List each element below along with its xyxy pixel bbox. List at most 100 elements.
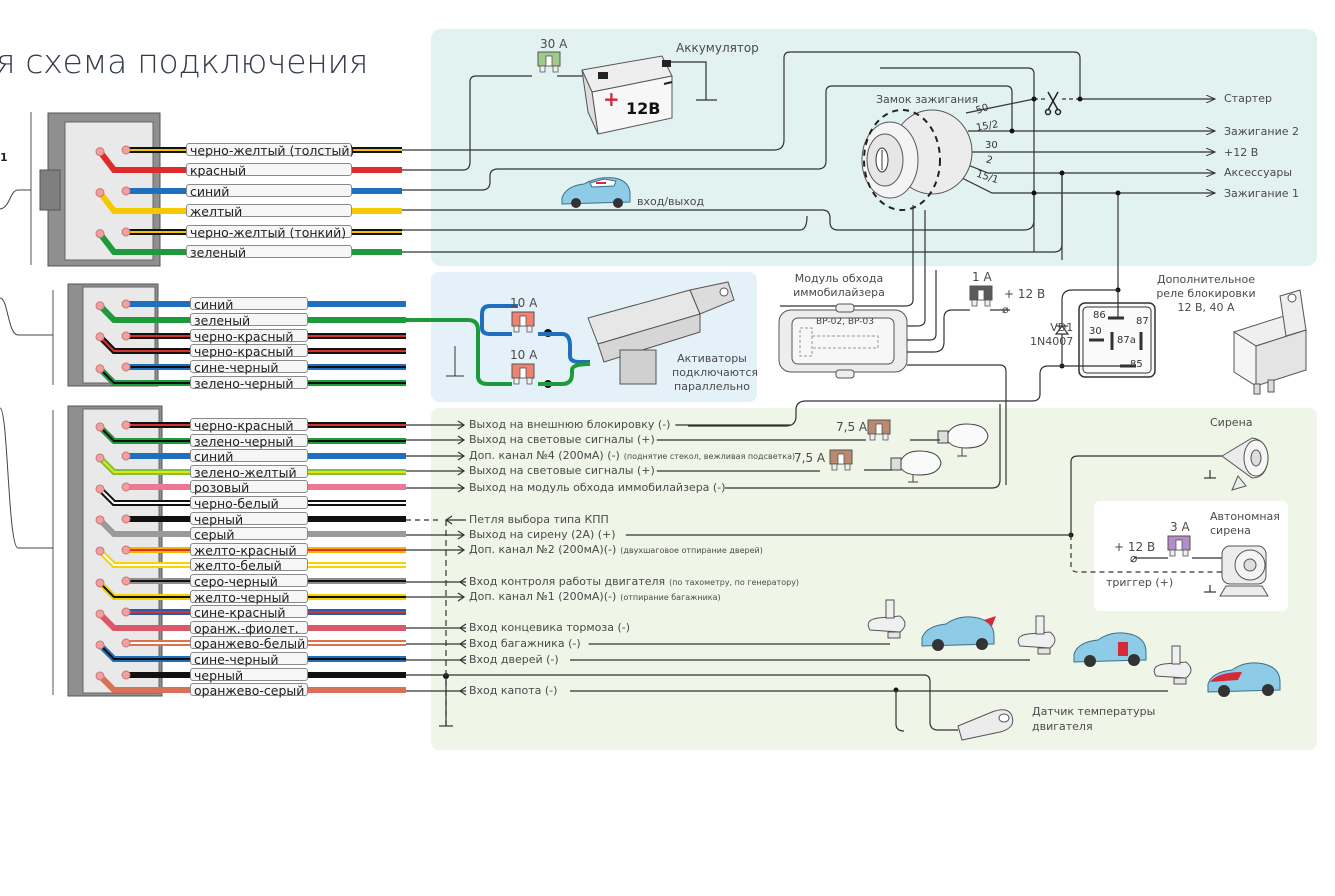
- wire-label: черно-белый: [190, 496, 308, 510]
- function-label: Доп. канал №1 (200мА)(-)(отпирание багаж…: [469, 590, 721, 603]
- wire: [95, 422, 406, 444]
- fuse-light-label: 7,5 А: [794, 451, 826, 465]
- svg-text:+: +: [603, 87, 620, 111]
- wire: [95, 671, 406, 693]
- immobilizer-module-icon: BP-02, BP-03: [778, 270, 1010, 485]
- wire-label: черно-красный: [190, 344, 308, 358]
- siren-label: Сирена: [1210, 416, 1253, 429]
- car-icon: [1073, 632, 1147, 667]
- function-text: Выход на модуль обхода иммобилайзера (-): [469, 481, 726, 494]
- function-text: Выход на внешнюю блокировку (-): [469, 418, 671, 431]
- fuse-icon-3a: [1167, 535, 1191, 557]
- wire-label: синий: [190, 297, 308, 311]
- wire-label: черно-желтый (тонкий): [186, 225, 352, 239]
- siren-wiring: [930, 455, 1222, 593]
- car-icon: [1207, 662, 1281, 697]
- function-text: Вход капота (-): [469, 684, 558, 697]
- lamp-wiring: [864, 404, 1001, 489]
- function-label: Доп. канал №4 (200мА) (-)(поднятие стеко…: [469, 449, 795, 462]
- fuse-icon-1a: [969, 285, 993, 307]
- output-label: Аксессуары: [1224, 166, 1292, 179]
- sensor-wiring: [406, 674, 958, 732]
- battery-icon: + 12В: [581, 55, 673, 135]
- common-bus: [439, 520, 453, 727]
- function-note: (по тахометру, по генератору): [669, 578, 800, 587]
- function-text: Выход на сирену (2А) (+): [469, 528, 616, 541]
- wire-label: синий: [186, 184, 352, 198]
- lamp-icon: [890, 450, 942, 483]
- function-lines: [406, 420, 1168, 696]
- function-text: Вход дверей (-): [469, 653, 559, 666]
- function-label: Выход на световые сигналы (+): [469, 464, 655, 477]
- function-text: Вход багажника (-): [469, 637, 581, 650]
- wire: [95, 578, 406, 600]
- wire: [95, 453, 406, 475]
- relay-pin: 30: [1089, 326, 1102, 337]
- fuse-light-label: 7,5 А: [836, 420, 868, 434]
- function-label: Вход багажника (-): [469, 637, 581, 650]
- door-switch-icon: [1153, 645, 1192, 685]
- battery-label: Аккумулятор: [676, 41, 759, 55]
- wire-label: сине-красный: [190, 605, 308, 619]
- ignition-lock-icon: [780, 109, 973, 327]
- wire: [95, 301, 406, 323]
- wire-label: зеленый: [190, 313, 308, 327]
- function-label: Вход контроля работы двигателя(по тахоме…: [469, 575, 799, 588]
- output-label: Зажигание 2: [1224, 125, 1299, 138]
- fuse-icon-7-5a: [867, 419, 891, 441]
- function-label: Вход капота (-): [469, 684, 557, 697]
- wire-label: желто-красный: [190, 543, 308, 557]
- function-label: Выход на модуль обхода иммобилайзера (-): [469, 481, 725, 494]
- wire-label: зелено-черный: [190, 434, 308, 448]
- function-label: Выход на внешнюю блокировку (-): [469, 418, 670, 431]
- wire-label: оранжево-белый: [190, 636, 308, 650]
- connector-number: 1: [0, 151, 8, 164]
- wire-label: зелено-желтый: [190, 465, 308, 479]
- function-text: Вход контроля работы двигателя: [469, 575, 666, 588]
- wire-label: зеленый: [186, 245, 352, 259]
- connector-1-body: [39, 112, 161, 267]
- wire: [95, 364, 406, 386]
- function-label: Вход дверей (-): [469, 653, 559, 666]
- wire: [95, 515, 406, 537]
- ground-terminal: ⌀: [1130, 551, 1137, 565]
- function-label: Доп. канал №2 (200мА)(-)(двухшаговое отп…: [469, 543, 763, 556]
- function-text: Доп. канал №4 (200мА) (-): [469, 449, 620, 462]
- wire: [95, 484, 406, 506]
- function-label: Петля выбора типа КПП: [469, 513, 609, 526]
- ignition-pin: 30: [985, 140, 998, 151]
- wire-label: черно-красный: [190, 329, 308, 343]
- wire-label: серый: [190, 527, 308, 541]
- output-label: +12 В: [1224, 146, 1259, 159]
- wire-label: сине-черный: [190, 652, 308, 666]
- function-text: Выход на световые сигналы (+): [469, 464, 655, 477]
- fuse-icon-30a: [537, 51, 561, 73]
- wire-label: черный: [190, 668, 308, 682]
- function-note: (отпирание багажника): [620, 593, 721, 602]
- fuse-icon-10a: [511, 363, 535, 385]
- wire: [95, 640, 406, 662]
- fuse-actuator-label: 10 А: [510, 348, 538, 362]
- immobilizer-model: BP-02, BP-03: [816, 317, 874, 327]
- wire-label: желто-черный: [190, 590, 308, 604]
- wire-label: синий: [190, 449, 308, 463]
- power-wiring: [402, 51, 1215, 290]
- lamp-icon: [937, 423, 989, 457]
- wire-label: оранж.-фиолет.: [190, 621, 308, 635]
- page-title: я схема подключения: [0, 42, 369, 81]
- relay-photo-icon: [1232, 289, 1308, 395]
- connector-brackets: [0, 112, 54, 695]
- ground-terminal-glyph: ⌀: [1002, 303, 1009, 316]
- wire: [95, 332, 406, 354]
- wire-label: сине-черный: [190, 360, 308, 374]
- wire-label: красный: [186, 163, 352, 177]
- wire-label: черный: [190, 512, 308, 526]
- car-door-icon: [561, 177, 631, 208]
- siren-supply: + 12 В: [1114, 540, 1156, 554]
- door-label: вход/выход: [637, 195, 705, 208]
- car-icon: [921, 616, 996, 651]
